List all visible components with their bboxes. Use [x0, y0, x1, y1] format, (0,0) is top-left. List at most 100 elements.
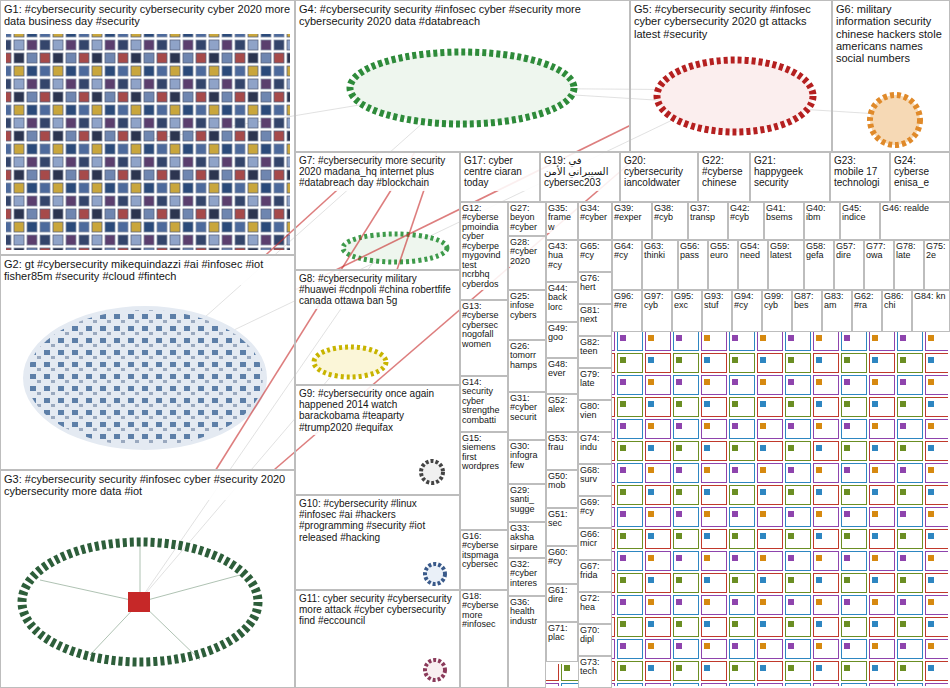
- group-label: G17: cyber centre ciaran today: [461, 153, 539, 191]
- group-box: G18: #cyberse more #infosec: [460, 590, 508, 688]
- group-label: G29: santi_ sugge: [509, 485, 545, 515]
- group-box: G2: gt #cybersecurity mikequindazzi #ai …: [0, 255, 295, 470]
- group-box: G73: tech: [578, 656, 612, 688]
- cluster-ring: [657, 60, 813, 132]
- group-label: G65: #cy: [579, 241, 611, 262]
- group-box: G64: #cy: [612, 240, 642, 290]
- group-label: G74: indu: [579, 433, 611, 454]
- group-box: G99: cyb: [762, 290, 792, 332]
- group-label: G54: need: [739, 241, 767, 262]
- group-label: G26: tomorr hamps: [509, 341, 545, 371]
- group-label: G93: stuf: [703, 291, 731, 312]
- group-label: G76: hert: [579, 273, 611, 294]
- group-label: G41: bsems: [765, 203, 803, 224]
- group-box: G83: am: [822, 290, 852, 332]
- small-group-grid: [612, 332, 948, 686]
- group-label: G38: #cyb: [653, 203, 687, 224]
- group-label: G7: #cybersecurity more security 2020 ma…: [296, 153, 459, 191]
- group-box: G82: teen: [578, 336, 612, 368]
- group-label: G25: infose cybers: [509, 291, 545, 321]
- group-label: G56: pass: [679, 241, 707, 262]
- cluster-spokes: [40, 545, 240, 660]
- group-box: G77: owa: [864, 240, 894, 290]
- group-label: G53: frau: [547, 433, 577, 454]
- group-label: G57: dire: [835, 241, 863, 262]
- group-label: G10: #cybersecurity #linux #infosec #ai …: [296, 496, 459, 545]
- group-box: G16: #cyberse itspmaga cybersec: [460, 530, 508, 590]
- group-label: G1: #cybersecurity security cybersecurit…: [1, 1, 294, 30]
- group-label: G42: #cyb: [729, 203, 763, 224]
- group-label: G3: #cybersecurity security #infosec cyb…: [1, 471, 294, 500]
- group-box: G10: #cybersecurity #linux #infosec #ai …: [295, 495, 460, 590]
- group-link: [295, 126, 630, 290]
- group-box: G58: gefa: [804, 240, 834, 290]
- cluster-ring: [425, 660, 445, 680]
- group-box: G93: stuf: [702, 290, 732, 332]
- group-box: G34: #cyber: [578, 202, 612, 240]
- group-box: G4: #cybersecurity security #infosec cyb…: [295, 0, 630, 152]
- group-box: G19: في السيبراني الأمن cybersec203: [540, 152, 620, 202]
- group-label: G39: #exper: [613, 203, 651, 224]
- group-box: G69: #cy: [578, 496, 612, 528]
- group-box: G1: #cybersecurity security cybersecurit…: [0, 0, 295, 255]
- cluster-ring: [22, 542, 258, 662]
- icon-grid: [6, 34, 290, 250]
- group-box: G13: #cyberse cybersec nogofall women: [460, 300, 508, 376]
- group-box: G84: kn: [912, 290, 950, 332]
- group-box: G14: security cyber strengthe combatti: [460, 376, 508, 432]
- group-box: G8: #cybersecurity military #huawei #cdn…: [295, 270, 460, 385]
- group-box: G24: cyberse enisa_e: [890, 152, 950, 202]
- group-label: G8: #cybersecurity military #huawei #cdn…: [296, 271, 459, 309]
- group-box: G7: #cybersecurity more security 2020 ma…: [295, 152, 460, 270]
- group-label: G70: dipl: [579, 625, 611, 646]
- group-box: G70: dipl: [578, 624, 612, 656]
- cluster-ring: [350, 52, 574, 124]
- group-box: G94: #cy: [732, 290, 762, 332]
- group-box: G28: #cyber 2020: [508, 236, 546, 290]
- group-box: G62: #ra: [852, 290, 882, 332]
- group-label: G78: late: [895, 241, 923, 262]
- group-label: G40: ibm: [805, 203, 839, 224]
- group-box: G21: happygeek security: [750, 152, 830, 202]
- small-group-grid: [546, 664, 578, 686]
- group-label: G12: #cyberse pmoindia cyber #cyberpe my…: [461, 203, 507, 290]
- group-label: G79: late: [579, 369, 611, 390]
- group-label: G86: chi: [883, 291, 911, 312]
- group-label: G71: plac: [547, 623, 577, 644]
- group-label: G97: cyb: [643, 291, 671, 312]
- group-box: G49: goo: [546, 322, 578, 358]
- group-box: G39: #exper: [612, 202, 652, 240]
- group-box: G12: #cyberse pmoindia cyber #cyberpe my…: [460, 202, 508, 300]
- group-box: G44: back lorc: [546, 282, 578, 322]
- group-box: G96: #re: [612, 290, 642, 332]
- group-box: G65: #cy: [578, 240, 612, 272]
- group-label: G58: gefa: [805, 241, 833, 262]
- group-box: G74: indu: [578, 432, 612, 464]
- group-box: G81: next: [578, 304, 612, 336]
- cluster-cloud: [23, 306, 267, 450]
- group-box: G86: chi: [882, 290, 912, 332]
- group-box: G17: cyber centre ciaran today: [460, 152, 540, 202]
- group-box: G9: #cybersecurity once again happened 2…: [295, 385, 460, 495]
- group-label: G22: #cyberse chinese: [699, 153, 749, 191]
- group-box: G71: plac: [546, 622, 578, 662]
- group-label: G66: micr: [579, 529, 611, 550]
- cluster-ring: [870, 95, 920, 145]
- group-box: G87: bes: [792, 290, 822, 332]
- group-label: G59: latest: [769, 241, 803, 262]
- group-box: G46: realde: [880, 202, 950, 240]
- group-box: G95: exc: [672, 290, 702, 332]
- group-box: G23: mobile 17 technologi: [830, 152, 890, 202]
- group-box: G79: late: [578, 368, 612, 400]
- group-label: G49: goo: [547, 323, 577, 344]
- group-label: G23: mobile 17 technologi: [831, 153, 889, 191]
- cluster-ring: [343, 234, 447, 262]
- cluster-ring: [314, 347, 386, 377]
- group-box: G33: aksha sirpare: [508, 522, 546, 558]
- group-label: G46: realde: [881, 203, 930, 214]
- group-box: G63: thinki: [642, 240, 678, 290]
- group-label: G31: #cyber securit: [509, 393, 545, 423]
- group-label: G87: bes: [793, 291, 821, 312]
- group-label: G48: ever: [547, 359, 577, 380]
- group-link: [274, 152, 643, 470]
